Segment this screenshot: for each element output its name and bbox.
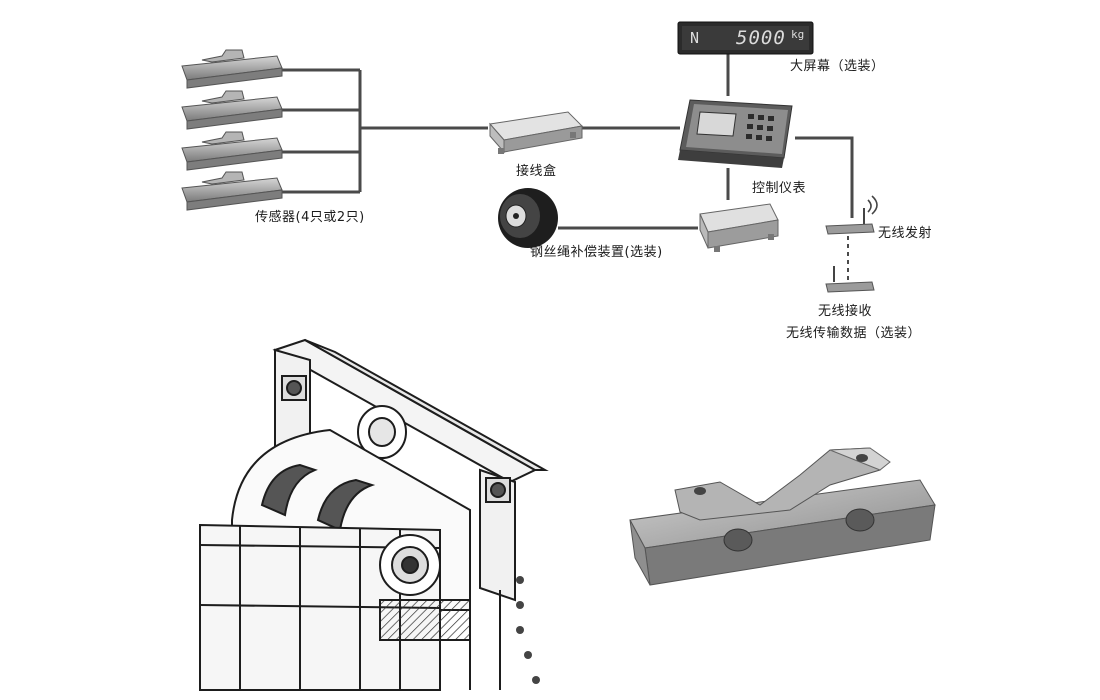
display-reading: 5000 — [736, 27, 786, 49]
display-screen-icon — [677, 21, 814, 55]
label-junction-box: 接线盒 — [516, 164, 557, 179]
label-sensors: 传感器(4只或2只) — [255, 210, 365, 225]
display-indicator: N — [690, 29, 700, 47]
label-compensator: 钢丝绳补偿装置(选装) — [530, 245, 663, 260]
compensator-box-icon — [699, 203, 779, 252]
load-cell-closeup — [629, 447, 936, 586]
label-big-screen: 大屏幕（选装） — [790, 59, 885, 74]
winch-machine-drawing — [199, 338, 549, 691]
label-controller: 控制仪表 — [752, 181, 807, 196]
label-wireless-rx: 无线接收 — [818, 304, 873, 319]
junction-box-icon — [489, 111, 584, 154]
controller-icon — [678, 99, 793, 168]
label-wireless-tx: 无线发射 — [878, 226, 933, 241]
display-readout: N 5000 kg — [684, 27, 809, 49]
antenna-icon — [825, 195, 878, 293]
load-cell-icon — [181, 49, 283, 211]
label-wireless-data: 无线传输数据（选装） — [786, 326, 922, 341]
display-unit: kg — [791, 28, 805, 41]
wiring — [280, 50, 854, 282]
encoder-icon — [498, 188, 558, 248]
